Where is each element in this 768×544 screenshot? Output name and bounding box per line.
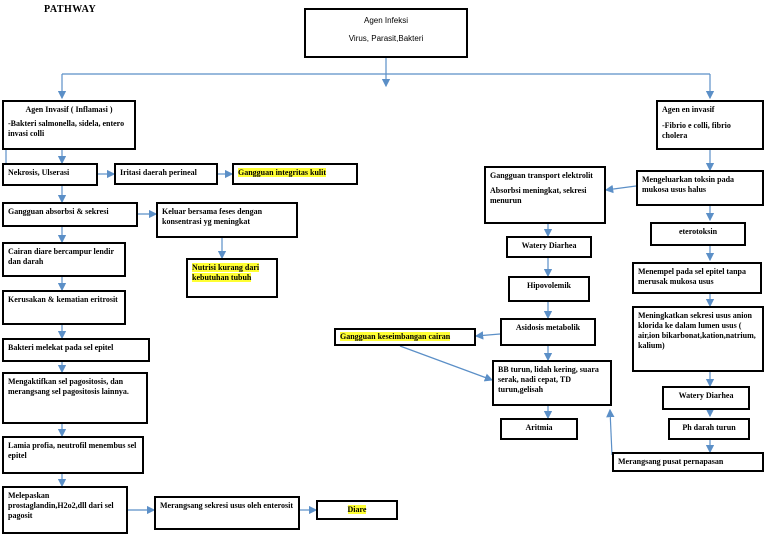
node-gangguan-keseimbangan-label: Gangguan keseimbangan cairan (340, 332, 451, 341)
arrow (474, 331, 501, 340)
node-watery-diarhea-mid-label: Watery Diarhea (521, 241, 577, 250)
node-eterotoksin-label: eterotoksin (678, 227, 718, 236)
node-aritmia-label: Aritmia (525, 423, 553, 432)
node-gangguan-transport: Gangguan transport elektrolit Absorbsi m… (484, 166, 606, 224)
node-agen-en-invasif-title: Agen en invasif (662, 105, 715, 114)
node-merangsang-pusat-label: Merangsang pusat pernapasan (618, 457, 724, 466)
node-melepaskan: Melepaskan prostaglandin,H2o2,dll dari s… (2, 486, 128, 534)
node-agen-invasif-title: Agen Invasif ( Inflamasi ) (25, 105, 113, 114)
node-hipovolemik: Hipovolemik (508, 276, 590, 302)
node-meningkatkan-sekresi: Meningkatkan sekresi usus anion klorida … (632, 306, 764, 372)
node-mengeluarkan-toksin-label: Mengeluarkan toksin pada mukosa usus hal… (642, 175, 735, 194)
node-diare: Diare (316, 500, 398, 520)
node-menempel: Menempel pada sel epitel tanpa merusak m… (632, 262, 762, 294)
node-agen-infeksi-title: Agen Infeksi (363, 16, 409, 25)
node-asidosis: Asidosis metabolik (500, 318, 596, 346)
node-ph-darah-label: Ph darah turun (682, 423, 736, 432)
node-bb-turun-label: BB turun, lidah kering, suara serak, nad… (498, 365, 599, 394)
node-gangguan-integritas: Gangguan integritas kulit (232, 163, 358, 185)
node-merangsang-sekresi: Merangsang sekresi usus oleh enterosit (154, 496, 300, 530)
node-gangguan-absorbsi: Gangguan absorbsi & sekresi (2, 202, 138, 227)
node-gangguan-keseimbangan: Gangguan keseimbangan cairan (334, 328, 476, 346)
node-asidosis-label: Asidosis metabolik (515, 323, 581, 332)
node-keluar-feses-label: Keluar bersama feses dengan konsentrasi … (162, 207, 263, 226)
node-hipovolemik-label: Hipovolemik (526, 281, 571, 290)
node-gangguan-integritas-label: Gangguan integritas kulit (238, 168, 327, 177)
page-title: PATHWAY (44, 4, 97, 15)
node-ph-darah: Ph darah turun (668, 418, 750, 440)
node-meningkatkan-sekresi-label: Meningkatkan sekresi usus anion klorida … (638, 311, 756, 350)
node-cairan-diare: Cairan diare bercampur lendir dan darah (2, 242, 126, 277)
node-merangsang-pusat: Merangsang pusat pernapasan (612, 452, 764, 472)
node-watery-diarhea-right-label: Watery Diarhea (678, 391, 734, 400)
arrow (399, 345, 494, 382)
node-nekrosis-label: Nekrosis, Ulserasi (8, 168, 70, 177)
node-nutrisi-kurang: Nutrisi kurang dari kebutuhan tubuh (186, 258, 278, 298)
node-agen-en-invasif-detail: -Fibrio e colli, fibrio cholera (662, 121, 731, 140)
node-bakteri-melekat: Bakteri melekat pada sel epitel (2, 338, 150, 362)
node-cairan-diare-label: Cairan diare bercampur lendir dan darah (8, 247, 114, 266)
arrow (604, 184, 637, 194)
node-agen-en-invasif: Agen en invasif -Fibrio e colli, fibrio … (656, 100, 764, 150)
node-mengaktifkan: Mengaktifkan sel pagositosis, dan merang… (2, 372, 148, 424)
node-menempel-label: Menempel pada sel epitel tanpa merusak m… (638, 267, 746, 286)
node-watery-diarhea-right: Watery Diarhea (662, 386, 750, 410)
node-nutrisi-kurang-label: Nutrisi kurang dari kebutuhan tubuh (192, 263, 260, 282)
node-nekrosis: Nekrosis, Ulserasi (2, 163, 98, 186)
node-lamia-profia: Lamia profia, neutrofil menembus sel epi… (2, 436, 144, 474)
node-gangguan-transport-title: Gangguan transport elektrolit (490, 171, 593, 180)
node-agen-invasif: Agen Invasif ( Inflamasi ) -Bakteri salm… (2, 100, 136, 150)
node-agen-infeksi: Agen Infeksi Virus, Parasit,Bakteri (304, 8, 468, 58)
node-aritmia: Aritmia (500, 418, 578, 440)
node-lamia-profia-label: Lamia profia, neutrofil menembus sel epi… (8, 441, 137, 460)
node-mengeluarkan-toksin: Mengeluarkan toksin pada mukosa usus hal… (636, 170, 764, 206)
node-gangguan-absorbsi-label: Gangguan absorbsi & sekresi (8, 207, 109, 216)
node-iritasi: Iritasi daerah perineal (114, 163, 218, 185)
node-bakteri-melekat-label: Bakteri melekat pada sel epitel (8, 343, 114, 352)
node-agen-infeksi-subtitle: Virus, Parasit,Bakteri (348, 34, 424, 43)
node-gangguan-transport-detail: Absorbsi meningkat, sekresi menurun (490, 186, 587, 205)
node-keluar-feses: Keluar bersama feses dengan konsentrasi … (156, 202, 298, 238)
arrow (606, 408, 615, 456)
node-melepaskan-label: Melepaskan prostaglandin,H2o2,dll dari s… (8, 491, 114, 520)
node-kerusakan-label: Kerusakan & kematian eritrosit (8, 295, 118, 304)
node-iritasi-label: Iritasi daerah perineal (120, 168, 197, 177)
node-mengaktifkan-label: Mengaktifkan sel pagositosis, dan merang… (8, 377, 129, 396)
node-agen-invasif-detail: -Bakteri salmonella, sidela, entero inva… (8, 119, 125, 138)
node-watery-diarhea-mid: Watery Diarhea (506, 236, 592, 258)
node-kerusakan: Kerusakan & kematian eritrosit (2, 290, 126, 325)
node-merangsang-sekresi-label: Merangsang sekresi usus oleh enterosit (160, 501, 294, 510)
node-bb-turun: BB turun, lidah kering, suara serak, nad… (492, 360, 612, 406)
node-diare-label: Diare (347, 505, 367, 514)
node-eterotoksin: eterotoksin (650, 222, 746, 246)
